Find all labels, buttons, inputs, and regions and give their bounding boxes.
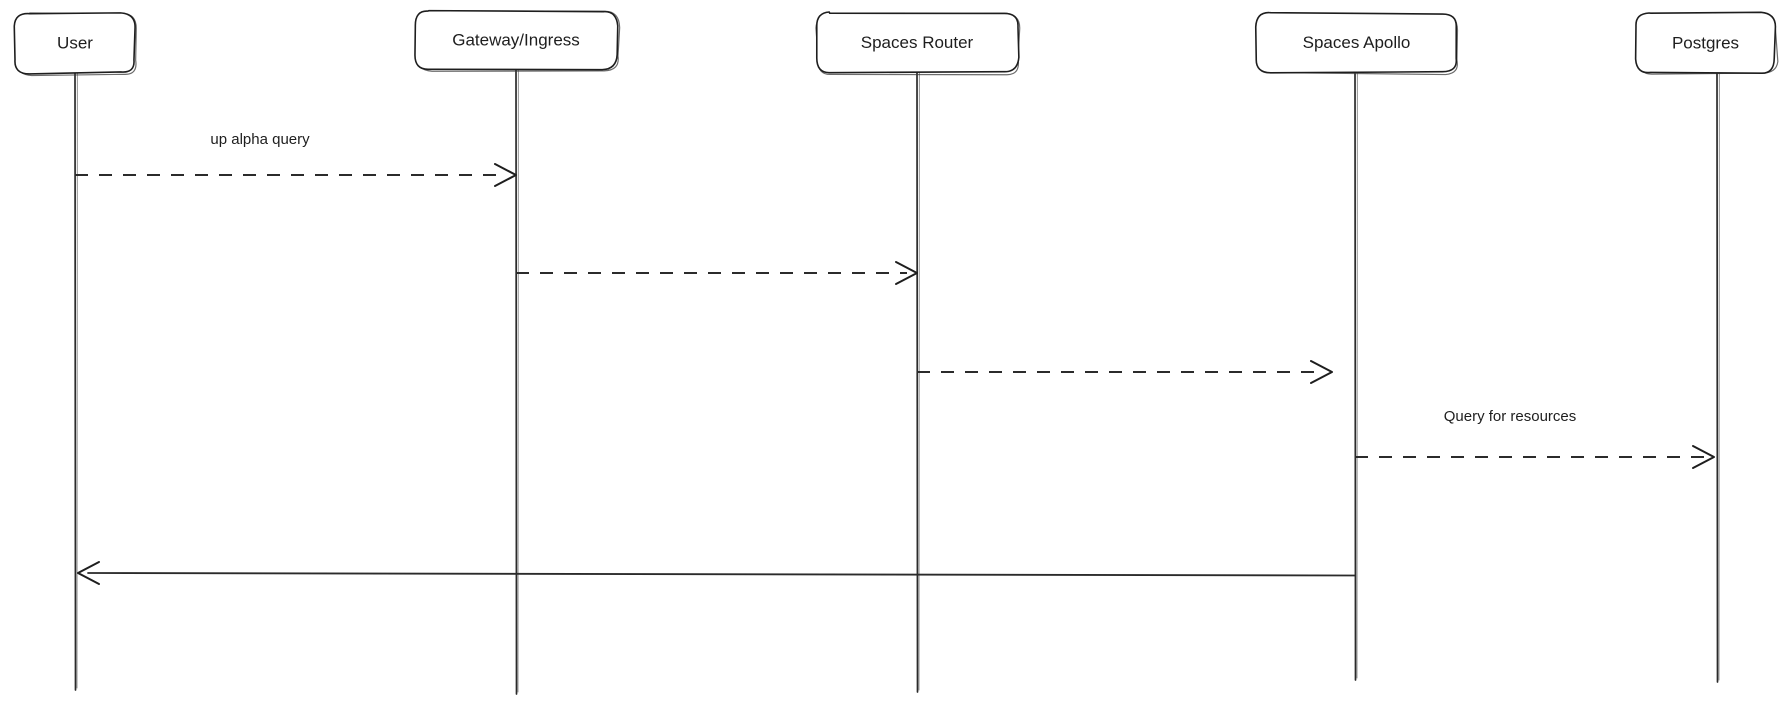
participant-box-outline xyxy=(1254,11,1458,74)
participant-box-user[interactable]: User xyxy=(13,12,137,77)
arrowhead-m5 xyxy=(77,561,100,585)
lifeline-gateway xyxy=(515,66,519,695)
participant-box-outline xyxy=(13,12,136,75)
participant-label-postgres: Postgres xyxy=(1672,33,1739,52)
participant-label-apollo: Spaces Apollo xyxy=(1303,33,1411,52)
message-m1[interactable] xyxy=(75,163,517,187)
participant-box-gateway[interactable]: Gateway/Ingress xyxy=(414,9,621,72)
participant-label-user: User xyxy=(57,33,93,52)
arrowhead-m2 xyxy=(895,261,918,285)
participant-label-gateway: Gateway/Ingress xyxy=(452,30,580,49)
participant-boxes-layer: User Gateway/Ingress Spaces Router Spaces A… xyxy=(13,9,1779,77)
message-m5[interactable] xyxy=(77,561,1356,585)
participant-label-router: Spaces Router xyxy=(861,33,974,52)
messages-layer xyxy=(75,163,1715,585)
message-label-m1: up alpha query xyxy=(210,131,310,148)
participant-box-outline xyxy=(815,11,1020,74)
participant-box-postgres[interactable]: Postgres xyxy=(1634,11,1779,75)
lifeline-user xyxy=(74,70,78,691)
participant-box-outline xyxy=(414,9,619,71)
arrowhead-m3 xyxy=(1310,360,1333,384)
lifeline-apollo xyxy=(1354,69,1358,681)
message-m2[interactable] xyxy=(516,261,918,285)
arrowhead-m1 xyxy=(494,163,517,187)
message-label-m4: Query for resources xyxy=(1444,408,1577,425)
message-m3[interactable] xyxy=(917,360,1333,384)
lifeline-router xyxy=(916,69,920,693)
participant-box-router[interactable]: Spaces Router xyxy=(815,11,1021,76)
lifeline-postgres xyxy=(1716,70,1720,683)
participant-box-apollo[interactable]: Spaces Apollo xyxy=(1254,11,1459,76)
message-m4[interactable] xyxy=(1355,445,1715,469)
participant-box-outline xyxy=(1634,11,1777,75)
message-line-m5 xyxy=(87,572,1356,577)
lifelines-layer xyxy=(74,66,1720,695)
arrowhead-m4 xyxy=(1692,445,1715,469)
